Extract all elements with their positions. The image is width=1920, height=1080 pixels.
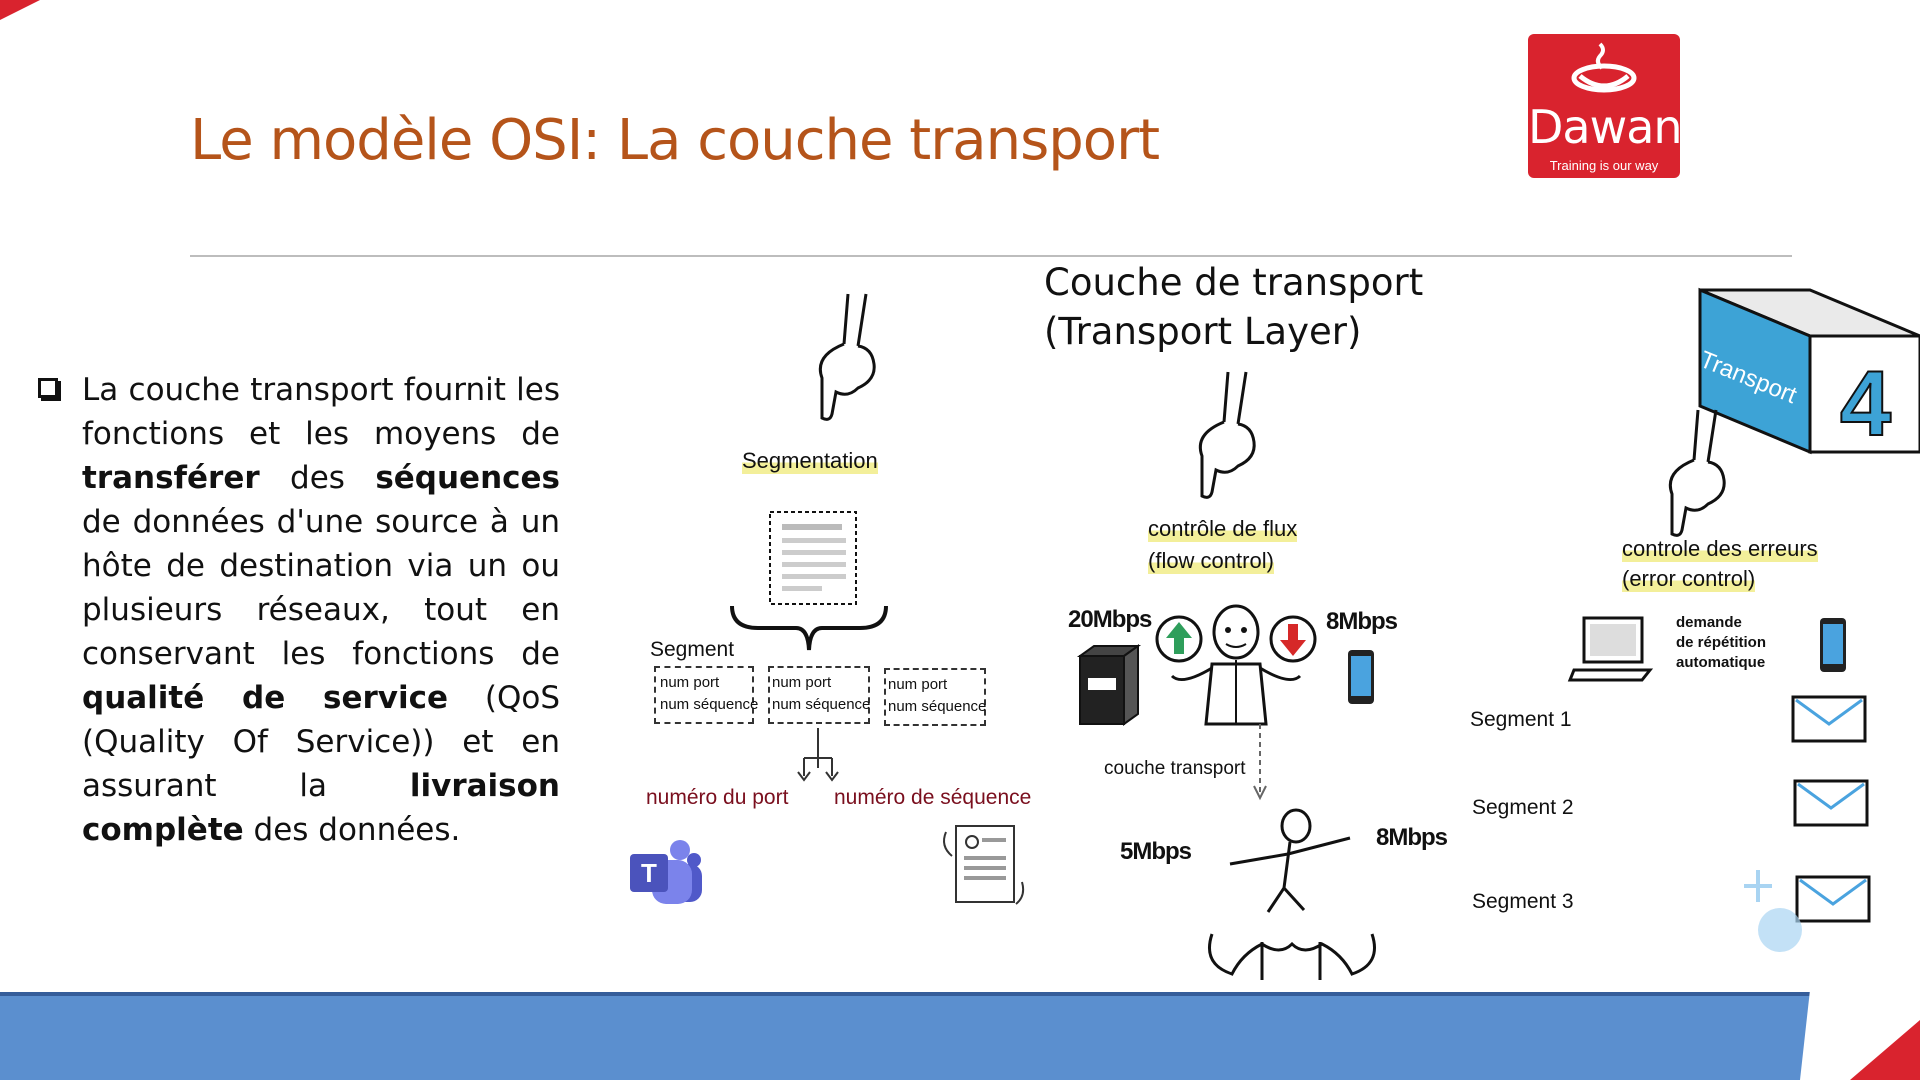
label-segment-2: Segment 2	[1472, 796, 1574, 819]
segment-box: num port num séquence	[654, 666, 758, 724]
footer-band	[0, 996, 1920, 1080]
label-arq-3: automatique	[1676, 654, 1766, 671]
corner-triangle-top-left	[0, 0, 40, 20]
envelope-icon	[1795, 875, 1871, 923]
logo-word: Dawan	[1528, 100, 1683, 154]
speed-5mbps: 5Mbps	[1120, 838, 1192, 865]
label-segment-3: Segment 3	[1472, 890, 1574, 913]
server-icon	[1076, 644, 1142, 726]
body-bold-sequences: séquences	[375, 460, 560, 496]
label-arq-1: demande	[1676, 614, 1742, 631]
bullet-checkbox-icon	[38, 378, 58, 398]
document-icon	[769, 511, 857, 605]
segment-num-port: num port	[888, 676, 948, 693]
diagram-title-line1: Couche de transport	[1044, 261, 1424, 304]
diagram-title: Couche de transport (Transport Layer)	[1044, 258, 1423, 356]
body-text-part: La couche transport fournit les fonction…	[82, 372, 560, 452]
label-segment-1: Segment 1	[1470, 708, 1572, 731]
body-text-part: des	[259, 460, 376, 496]
label-arq-2: de répétition	[1676, 634, 1767, 651]
label-flow-control-2: (flow control)	[1148, 548, 1274, 574]
logo-tagline: Training is our way	[1549, 158, 1659, 173]
label-segmentation: Segmentation	[742, 448, 878, 474]
label-segment: Segment	[650, 638, 735, 661]
page-title: Le modèle OSI: La couche transport	[190, 108, 1160, 173]
label-error-control-2: (error control)	[1622, 566, 1756, 592]
upload-arrow-icon	[1155, 615, 1203, 663]
svg-text:T: T	[641, 858, 657, 888]
juggling-person-icon	[1208, 808, 1376, 980]
speed-8mbps-bottom: 8Mbps	[1376, 824, 1448, 851]
segment-box: num port num séquence	[768, 666, 870, 724]
segment-num-port: num port	[660, 674, 720, 691]
label-error-control-1: controle des erreurs	[1622, 536, 1818, 562]
curly-brace-icon	[730, 605, 888, 651]
segment-num-sequence: num séquence	[772, 696, 871, 713]
envelope-icon	[1793, 779, 1869, 827]
dawan-logo: Dawan Training is our way	[1528, 34, 1683, 178]
pointing-hand-icon	[818, 293, 876, 421]
envelope-icon	[1791, 695, 1867, 743]
split-arrow-icon	[797, 728, 839, 782]
transport-layer-box	[1698, 287, 1920, 455]
label-numero-port: numéro du port	[646, 786, 789, 809]
download-arrow-icon	[1269, 615, 1317, 663]
title-divider	[190, 255, 1792, 257]
footer-corner-accent	[1800, 990, 1920, 1080]
segment-num-port: num port	[772, 674, 832, 691]
body-text-part: des données.	[243, 812, 461, 848]
body-paragraph: La couche transport fournit les fonction…	[82, 368, 560, 852]
body-bold-transferer: transférer	[82, 460, 260, 496]
pointing-hand-icon	[1198, 371, 1256, 499]
pointing-hand-icon	[1668, 409, 1726, 537]
body-bold-livraison: livraison complète	[82, 768, 560, 848]
body-text-part: de données d'une source à un hôte de des…	[82, 504, 560, 672]
transport-box-number: 4	[1839, 352, 1892, 456]
speed-20mbps: 20Mbps	[1068, 606, 1152, 633]
diagram-title-line2: (Transport Layer)	[1044, 310, 1362, 353]
smartphone-icon	[1348, 650, 1374, 704]
coffee-cup-icon	[1571, 42, 1637, 93]
segment-box: num port num séquence	[884, 668, 986, 726]
speed-8mbps-top: 8Mbps	[1326, 608, 1398, 635]
shrugging-person-icon	[1170, 604, 1302, 726]
segment-num-sequence: num séquence	[888, 698, 987, 715]
body-bold-qos: qualité de service	[82, 680, 449, 716]
smartphone-icon	[1820, 618, 1846, 672]
body-text-part: (QoS (Quality Of Service)) et en assuran…	[82, 680, 560, 804]
computer-icon	[1567, 616, 1654, 682]
sparkle-icon	[1744, 870, 1802, 952]
label-numero-sequence: numéro de séquence	[834, 786, 1032, 809]
dashed-arrow-icon	[1253, 724, 1267, 801]
label-flow-control-1: contrôle de flux	[1148, 516, 1298, 542]
segment-num-sequence: num séquence	[660, 696, 759, 713]
label-couche-transport: couche transport	[1104, 758, 1246, 779]
form-document-icon	[943, 825, 1025, 905]
teams-icon: T	[630, 840, 702, 904]
